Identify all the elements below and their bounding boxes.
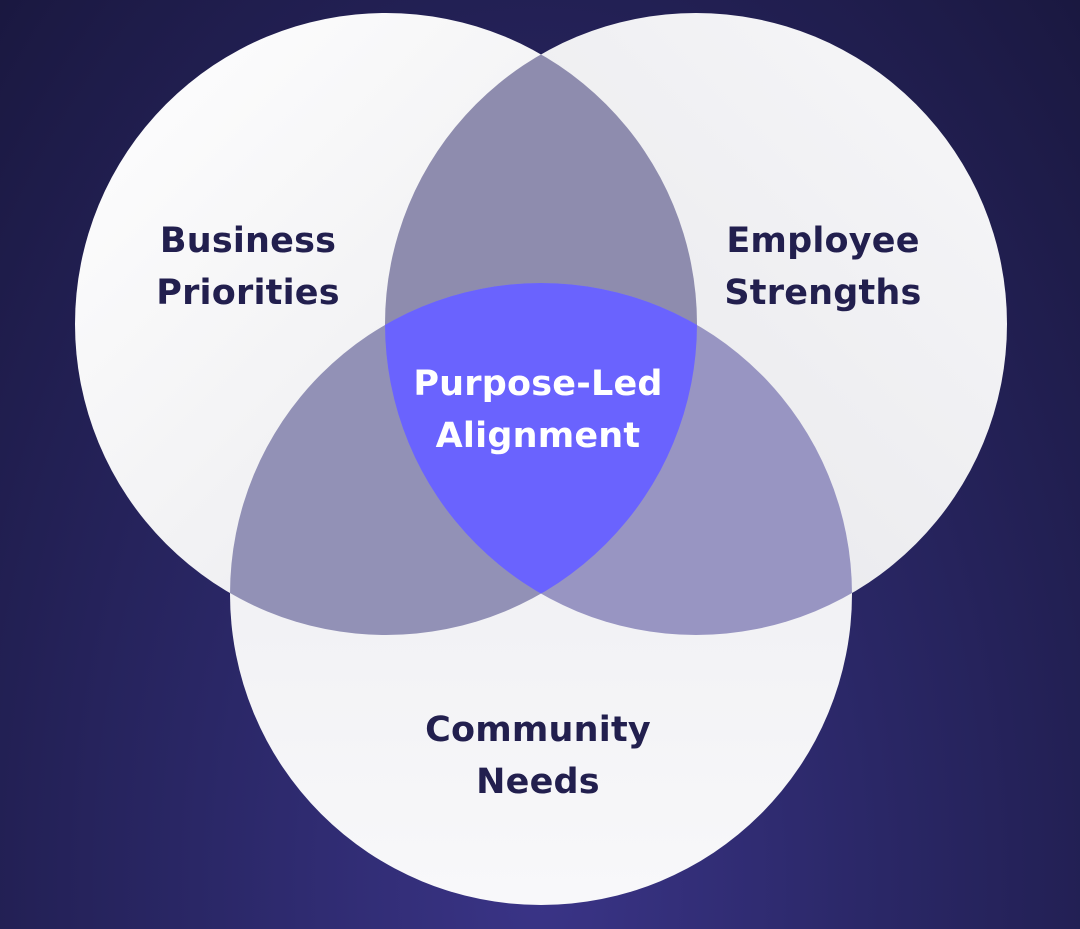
label-line: Business	[159, 221, 337, 261]
label-line: Priorities	[156, 273, 340, 313]
label-line: Alignment	[435, 416, 641, 456]
label-business-priorities: Business Priorities	[118, 215, 378, 319]
label-line: Purpose-Led	[413, 364, 663, 404]
label-line: Needs	[476, 762, 600, 802]
label-line: Employee	[726, 221, 920, 261]
label-community-needs: Community Needs	[398, 704, 678, 808]
label-purpose-led-alignment: Purpose-Led Alignment	[398, 358, 678, 462]
label-line: Strengths	[724, 273, 922, 313]
label-employee-strengths: Employee Strengths	[693, 215, 953, 319]
label-line: Community	[425, 710, 651, 750]
